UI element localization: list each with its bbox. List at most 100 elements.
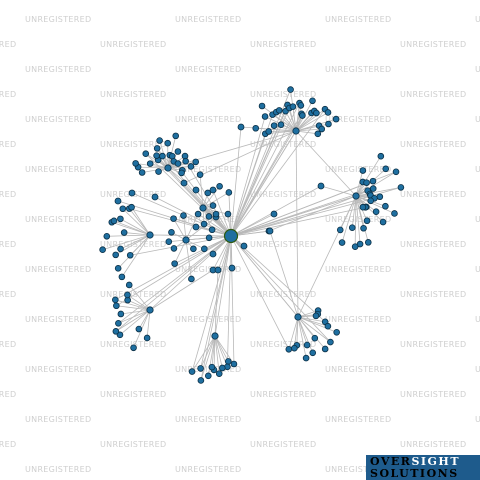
leaf-node[interactable]: [156, 137, 163, 144]
leaf-node[interactable]: [117, 245, 124, 253]
leaf-node[interactable]: [324, 109, 332, 116]
leaf-node[interactable]: [113, 302, 120, 310]
leaf-node[interactable]: [187, 163, 195, 170]
leaf-node[interactable]: [182, 157, 189, 165]
leaf-node[interactable]: [311, 334, 319, 342]
hub-node[interactable]: [146, 231, 154, 239]
leaf-node[interactable]: [155, 168, 162, 175]
leaf-node[interactable]: [314, 130, 322, 138]
leaf-node[interactable]: [363, 217, 371, 225]
leaf-node[interactable]: [205, 213, 213, 220]
leaf-node[interactable]: [261, 113, 269, 120]
leaf-node[interactable]: [397, 184, 405, 191]
leaf-node[interactable]: [188, 368, 196, 375]
leaf-node[interactable]: [194, 210, 202, 218]
hub-node[interactable]: [199, 204, 207, 212]
leaf-node[interactable]: [333, 329, 340, 336]
leaf-node[interactable]: [309, 349, 317, 357]
leaf-node[interactable]: [172, 132, 180, 140]
leaf-node[interactable]: [204, 372, 212, 380]
leaf-node[interactable]: [391, 210, 398, 217]
leaf-node[interactable]: [170, 215, 177, 222]
leaf-node[interactable]: [258, 102, 266, 110]
leaf-node[interactable]: [359, 167, 367, 174]
leaf-node[interactable]: [325, 120, 332, 128]
connector-node[interactable]: [228, 264, 236, 272]
leaf-node[interactable]: [132, 160, 139, 167]
leaf-node[interactable]: [114, 265, 122, 272]
leaf-node[interactable]: [376, 193, 384, 201]
leaf-node[interactable]: [192, 158, 200, 166]
leaf-node[interactable]: [338, 239, 346, 246]
connector-node[interactable]: [192, 223, 200, 231]
connector-node[interactable]: [240, 242, 248, 250]
leaf-node[interactable]: [327, 338, 334, 346]
leaf-node[interactable]: [200, 220, 208, 228]
leaf-node[interactable]: [208, 363, 216, 371]
leaf-node[interactable]: [103, 232, 111, 240]
leaf-node[interactable]: [171, 260, 178, 267]
leaf-node[interactable]: [270, 122, 278, 129]
leaf-node[interactable]: [285, 346, 293, 353]
hub-node[interactable]: [294, 313, 302, 321]
leaf-node[interactable]: [204, 189, 212, 197]
leaf-node[interactable]: [117, 310, 125, 318]
leaf-node[interactable]: [225, 189, 233, 196]
hub-node[interactable]: [292, 127, 300, 135]
leaf-node[interactable]: [125, 281, 133, 289]
leaf-node[interactable]: [363, 179, 370, 186]
leaf-node[interactable]: [135, 325, 143, 333]
leaf-node[interactable]: [124, 291, 131, 299]
leaf-node[interactable]: [224, 210, 232, 218]
leaf-node[interactable]: [299, 112, 306, 119]
connector-node[interactable]: [237, 123, 245, 131]
leaf-node[interactable]: [165, 238, 173, 245]
leaf-node[interactable]: [130, 344, 137, 352]
leaf-node[interactable]: [360, 224, 367, 232]
leaf-node[interactable]: [188, 275, 195, 283]
leaf-node[interactable]: [168, 228, 175, 236]
connector-node[interactable]: [270, 210, 278, 218]
leaf-node[interactable]: [212, 210, 220, 218]
leaf-node[interactable]: [138, 169, 146, 176]
leaf-node[interactable]: [208, 226, 216, 234]
leaf-node[interactable]: [116, 331, 124, 339]
leaf-node[interactable]: [372, 208, 380, 215]
leaf-node[interactable]: [205, 234, 213, 242]
leaf-node[interactable]: [118, 273, 126, 281]
connector-node[interactable]: [214, 266, 222, 274]
connector-node[interactable]: [192, 186, 200, 194]
leaf-node[interactable]: [112, 296, 119, 304]
leaf-node[interactable]: [377, 152, 385, 160]
leaf-node[interactable]: [197, 365, 204, 372]
leaf-node[interactable]: [128, 203, 135, 211]
leaf-node[interactable]: [289, 103, 297, 110]
leaf-node[interactable]: [252, 124, 260, 132]
leaf-node[interactable]: [382, 202, 389, 210]
leaf-node[interactable]: [302, 354, 310, 362]
leaf-node[interactable]: [265, 128, 273, 135]
connector-node[interactable]: [151, 193, 159, 201]
connector-node[interactable]: [317, 182, 325, 190]
connector-node[interactable]: [180, 179, 188, 187]
leaf-node[interactable]: [119, 205, 127, 213]
leaf-node[interactable]: [369, 177, 377, 185]
leaf-node[interactable]: [215, 370, 223, 377]
leaf-node[interactable]: [348, 224, 356, 231]
leaf-node[interactable]: [369, 185, 377, 192]
leaf-node[interactable]: [159, 152, 166, 160]
leaf-node[interactable]: [209, 202, 217, 209]
leaf-node[interactable]: [197, 377, 205, 384]
connector-node[interactable]: [128, 189, 136, 197]
leaf-node[interactable]: [382, 165, 390, 173]
leaf-node[interactable]: [291, 344, 298, 352]
leaf-node[interactable]: [143, 334, 151, 342]
leaf-node[interactable]: [359, 203, 367, 211]
leaf-node[interactable]: [216, 182, 223, 190]
leaf-node[interactable]: [275, 107, 283, 114]
leaf-node[interactable]: [117, 215, 124, 223]
hub-node[interactable]: [146, 306, 154, 314]
hub-node[interactable]: [182, 236, 190, 244]
connector-node[interactable]: [266, 227, 274, 235]
hub-node[interactable]: [164, 164, 172, 172]
